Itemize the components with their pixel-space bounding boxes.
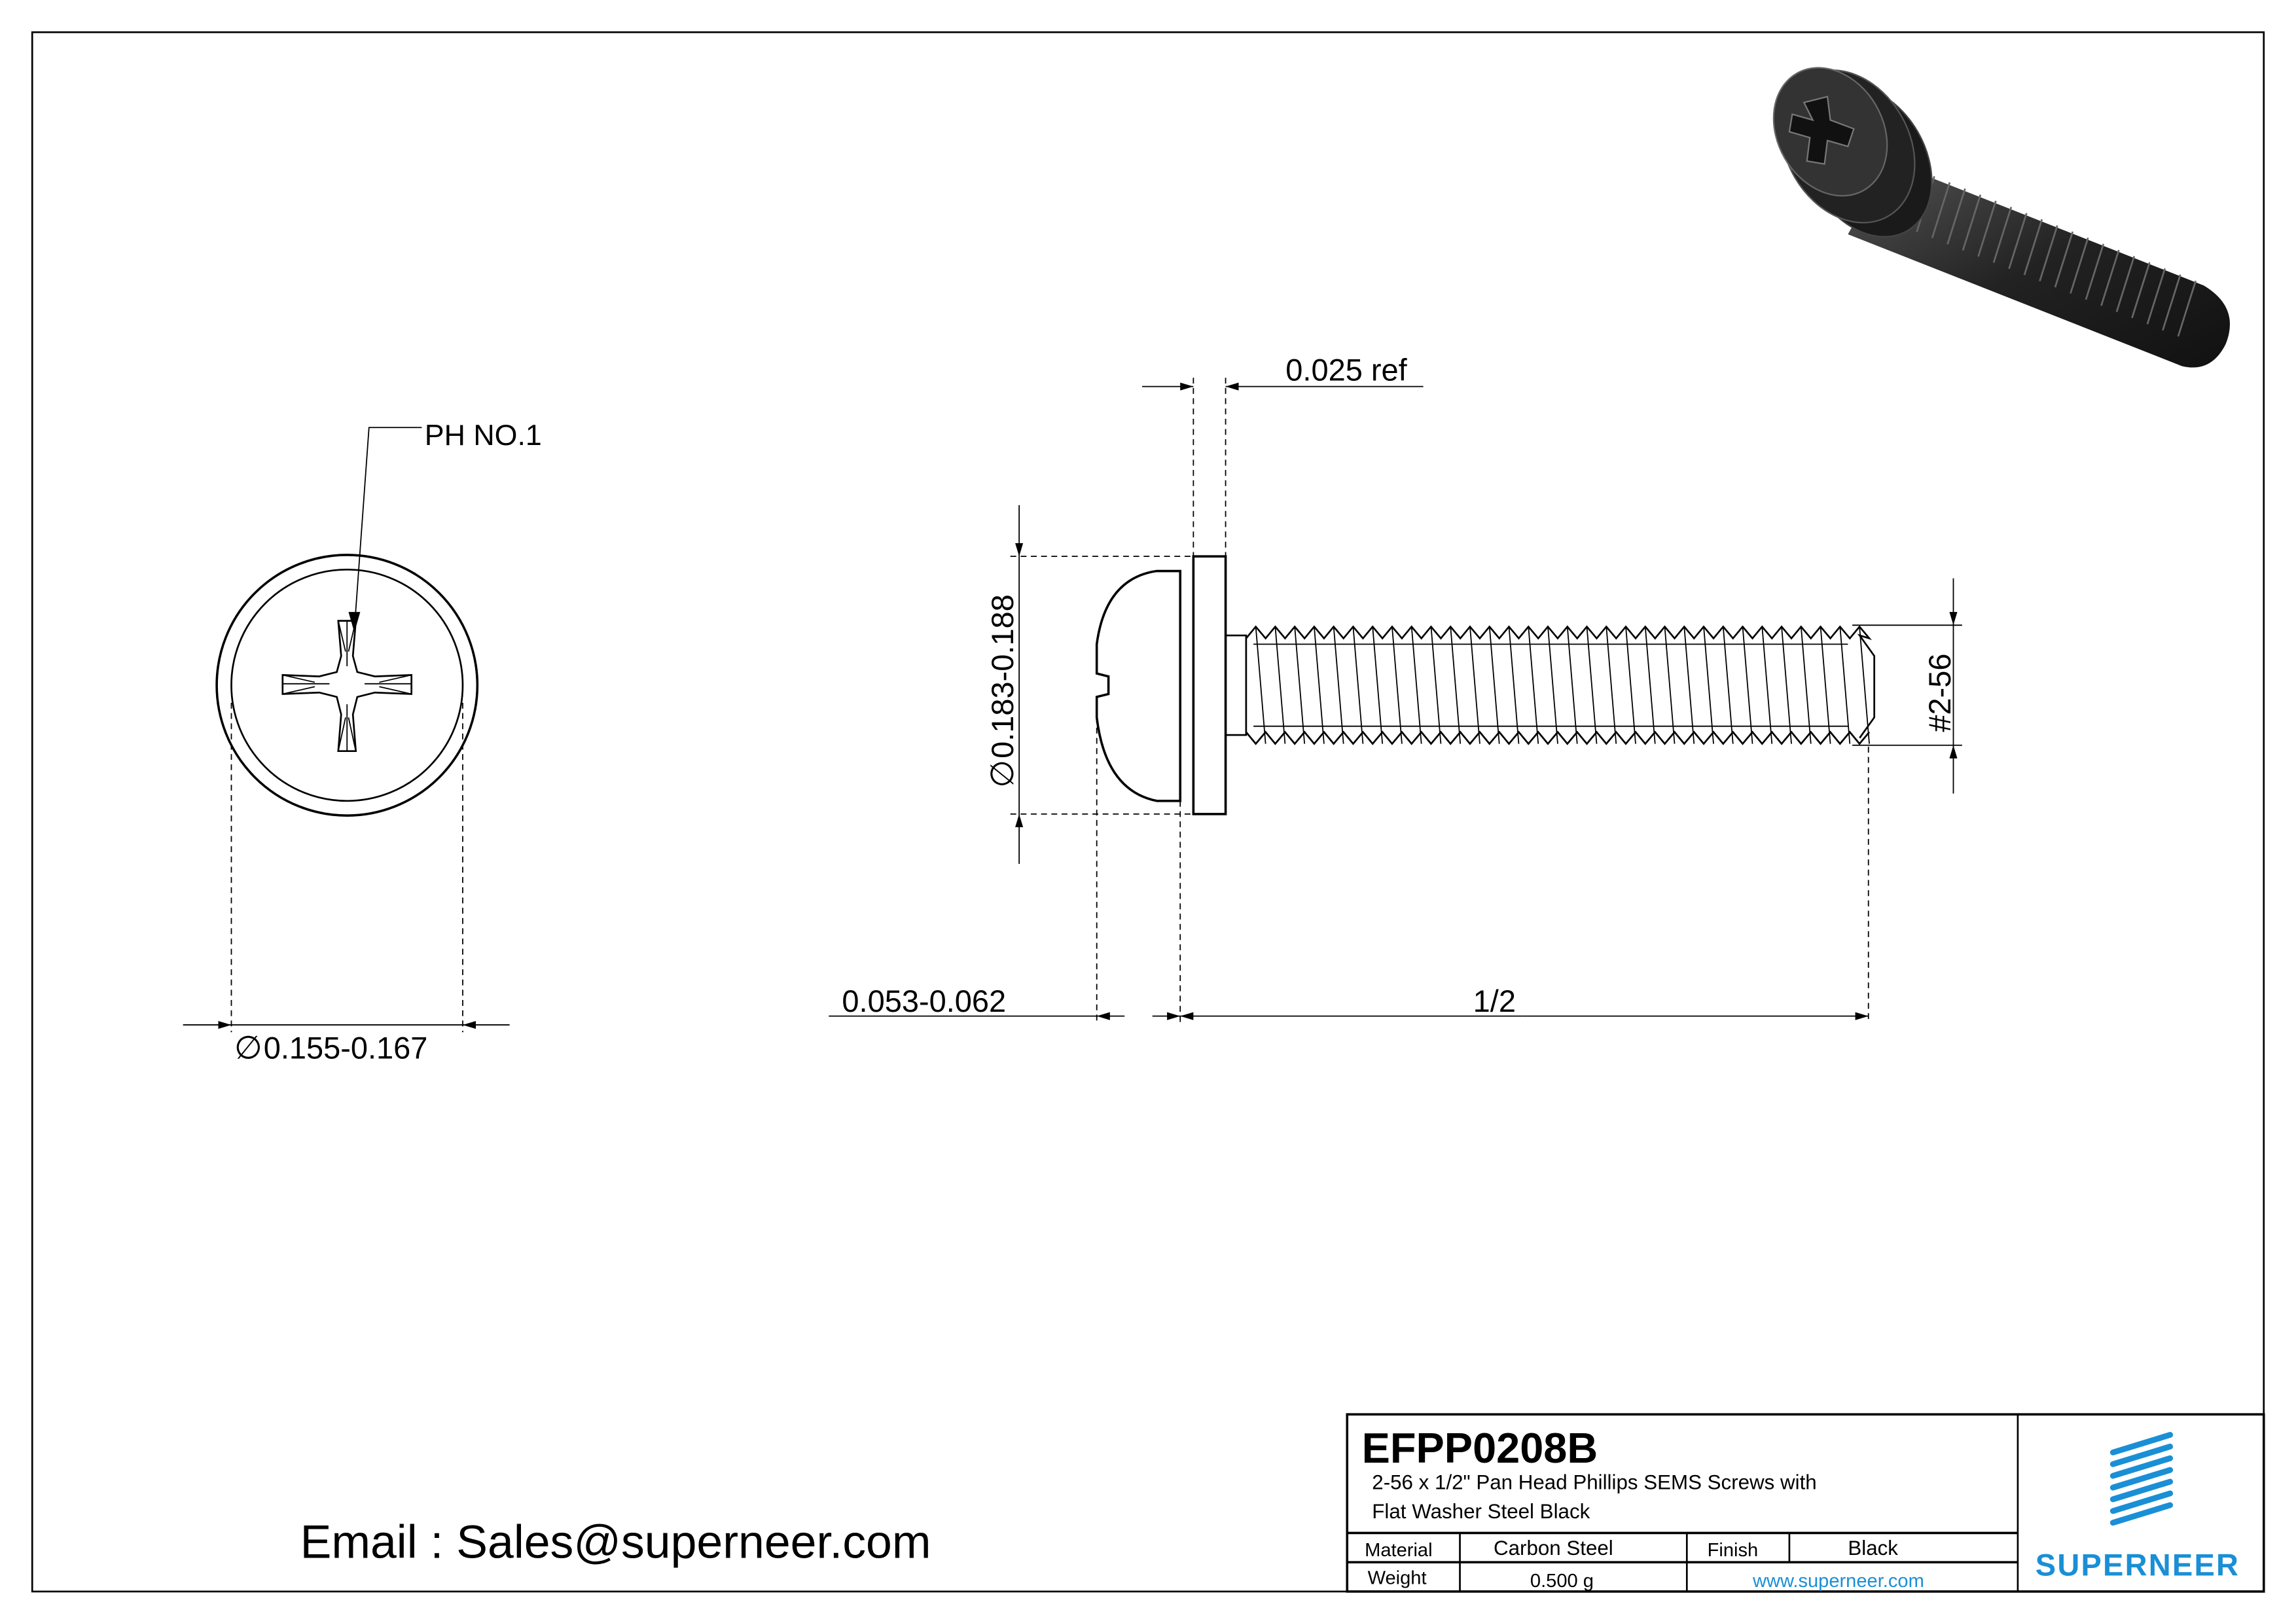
thread-ridge	[2085, 243, 2105, 300]
phillips-callout: PH NO.1	[425, 419, 542, 452]
weight-label: Weight	[1368, 1568, 1427, 1589]
part-number: EFPP0208B	[1362, 1424, 1598, 1472]
top-view: PH NO.1 ∅ 0.155-0.167	[183, 419, 542, 1066]
thread-line	[1245, 730, 1871, 745]
washer-diameter-symbol: ∅	[984, 760, 1020, 788]
contact-email[interactable]: Email : Sales@superneer.com	[300, 1516, 931, 1568]
thread-ridge	[2054, 231, 2074, 288]
washer-diameter-dimension: 0.183-0.188	[985, 594, 1020, 758]
thread-line	[1245, 625, 1876, 739]
finish-label: Finish	[1708, 1540, 1759, 1561]
thread-ridge	[2177, 280, 2197, 337]
thread-ridge	[2039, 225, 2058, 281]
flat-washer	[1192, 555, 1227, 815]
thread-ridge	[2146, 268, 2166, 325]
drawing-border	[31, 31, 2265, 1593]
description-line2: Flat Washer Steel Black	[1372, 1500, 1590, 1523]
thread-ridge	[2131, 262, 2151, 319]
thread-ridge	[1931, 182, 1951, 239]
title-block: EFPP0208B 2-56 x 1/2" Pan Head Phillips …	[1346, 1413, 2265, 1593]
screw-head	[1095, 569, 1182, 802]
thread-ridge	[1992, 206, 2013, 263]
head-height-dimension: 0.053-0.062	[842, 984, 1006, 1018]
length-dimension: 1/2	[1473, 984, 1516, 1018]
brand-name: SUPERNEER	[2036, 1547, 2240, 1582]
material-label: Material	[1365, 1540, 1432, 1561]
thread-ridge	[1977, 200, 1997, 257]
thread-ridge	[2100, 249, 2120, 306]
material-value: Carbon Steel	[1494, 1537, 1613, 1560]
thread-line	[1255, 626, 1870, 744]
thread-ridge	[2162, 274, 2181, 331]
side-view: 0.025 ref ∅ 0.183-0.188 #2-56 0.053-0.06…	[829, 353, 1962, 1022]
superneer-logo-icon	[2109, 1432, 2174, 1526]
thread-ridge	[2070, 237, 2089, 294]
washer-thickness-dimension: 0.025 ref	[1285, 353, 1407, 387]
thread-ridge	[1946, 188, 1966, 245]
thread-ridge	[1962, 194, 1982, 251]
head-diameter-dimension: 0.155-0.167	[264, 1031, 428, 1065]
thread-size-dimension: #2-56	[1922, 653, 1957, 732]
thread-ridge	[2008, 213, 2028, 270]
finish-value: Black	[1848, 1537, 1898, 1560]
thread-ridge	[2023, 219, 2043, 276]
thread-shank	[1245, 625, 1876, 745]
thread-ridge	[2115, 256, 2136, 312]
screw-3d-render	[1772, 67, 2231, 368]
website-link[interactable]: www.superneer.com	[1752, 1571, 1924, 1592]
description-line1: 2-56 x 1/2" Pan Head Phillips SEMS Screw…	[1372, 1471, 1816, 1493]
weight-value: 0.500 g	[1530, 1571, 1594, 1592]
head-diameter-symbol: ∅	[234, 1030, 262, 1066]
